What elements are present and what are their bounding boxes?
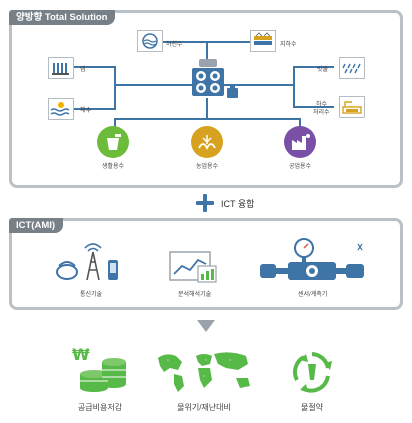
connector-line — [293, 66, 295, 108]
domestic-water-label: 생활용수 — [101, 164, 125, 170]
pump-icon — [227, 86, 238, 98]
connector-line — [114, 118, 300, 120]
river-water-label: 하천수 — [166, 42, 183, 48]
sensor-meter-label: 센서/계측기 — [298, 292, 328, 298]
river-water-icon — [137, 30, 163, 52]
water-treatment-hub-icon — [192, 59, 224, 96]
cost-reduction-label: 공급비용저감 — [77, 403, 123, 412]
recycle-water-icon — [293, 352, 332, 393]
domestic-water-icon — [97, 126, 129, 158]
analytics-chart-icon — [169, 251, 217, 283]
treated-water-label: 처리수 — [313, 110, 330, 116]
connector-line — [114, 118, 116, 127]
rainwater-icon — [339, 57, 365, 79]
connector-line — [72, 66, 115, 68]
connector-line — [293, 106, 334, 108]
water-saving-label: 물절약 — [300, 403, 324, 412]
seawater-label: 해수 — [80, 108, 92, 114]
communication-tech-label: 통신기술 — [80, 292, 103, 298]
seawater-icon — [48, 98, 74, 120]
rainwater-label: 빗물 — [317, 67, 329, 73]
water-crisis-label: 물위기/재난대비 — [177, 403, 231, 412]
total-solution-title: 양방향 Total Solution — [9, 10, 116, 25]
connector-line — [114, 66, 116, 110]
ict-fusion-label: ICT 융합 — [221, 199, 255, 209]
industrial-water-label: 공업용수 — [288, 164, 312, 170]
connector-line — [221, 84, 294, 86]
down-arrow-icon — [197, 320, 215, 332]
communication-tower-icon — [56, 243, 118, 281]
sewage-label: 하수 — [316, 102, 328, 108]
connector-line — [159, 41, 252, 43]
groundwater-icon — [250, 30, 276, 52]
dam-label: 댐 — [80, 67, 86, 73]
coin-stack-icon: ₩ — [72, 345, 126, 392]
connector-line — [293, 66, 334, 68]
connector-line — [72, 108, 115, 110]
plus-icon — [196, 194, 214, 212]
svg-text:₩: ₩ — [72, 345, 90, 364]
agricultural-water-label: 농업용수 — [195, 164, 219, 170]
ict-ami-title: ICT(AMI) — [9, 218, 64, 233]
connector-line — [299, 118, 301, 127]
groundwater-label: 지하수 — [280, 42, 297, 48]
agricultural-water-icon — [191, 126, 223, 158]
industrial-water-icon — [284, 126, 316, 158]
connector-line — [206, 41, 208, 62]
dam-icon — [48, 57, 74, 79]
sewage-icon — [339, 96, 365, 118]
analytics-tech-label: 분석해석기술 — [178, 292, 212, 298]
connector-line — [206, 98, 208, 120]
world-map-icon — [158, 352, 250, 392]
sensor-meter-icon — [260, 238, 364, 280]
connector-line — [114, 84, 192, 86]
